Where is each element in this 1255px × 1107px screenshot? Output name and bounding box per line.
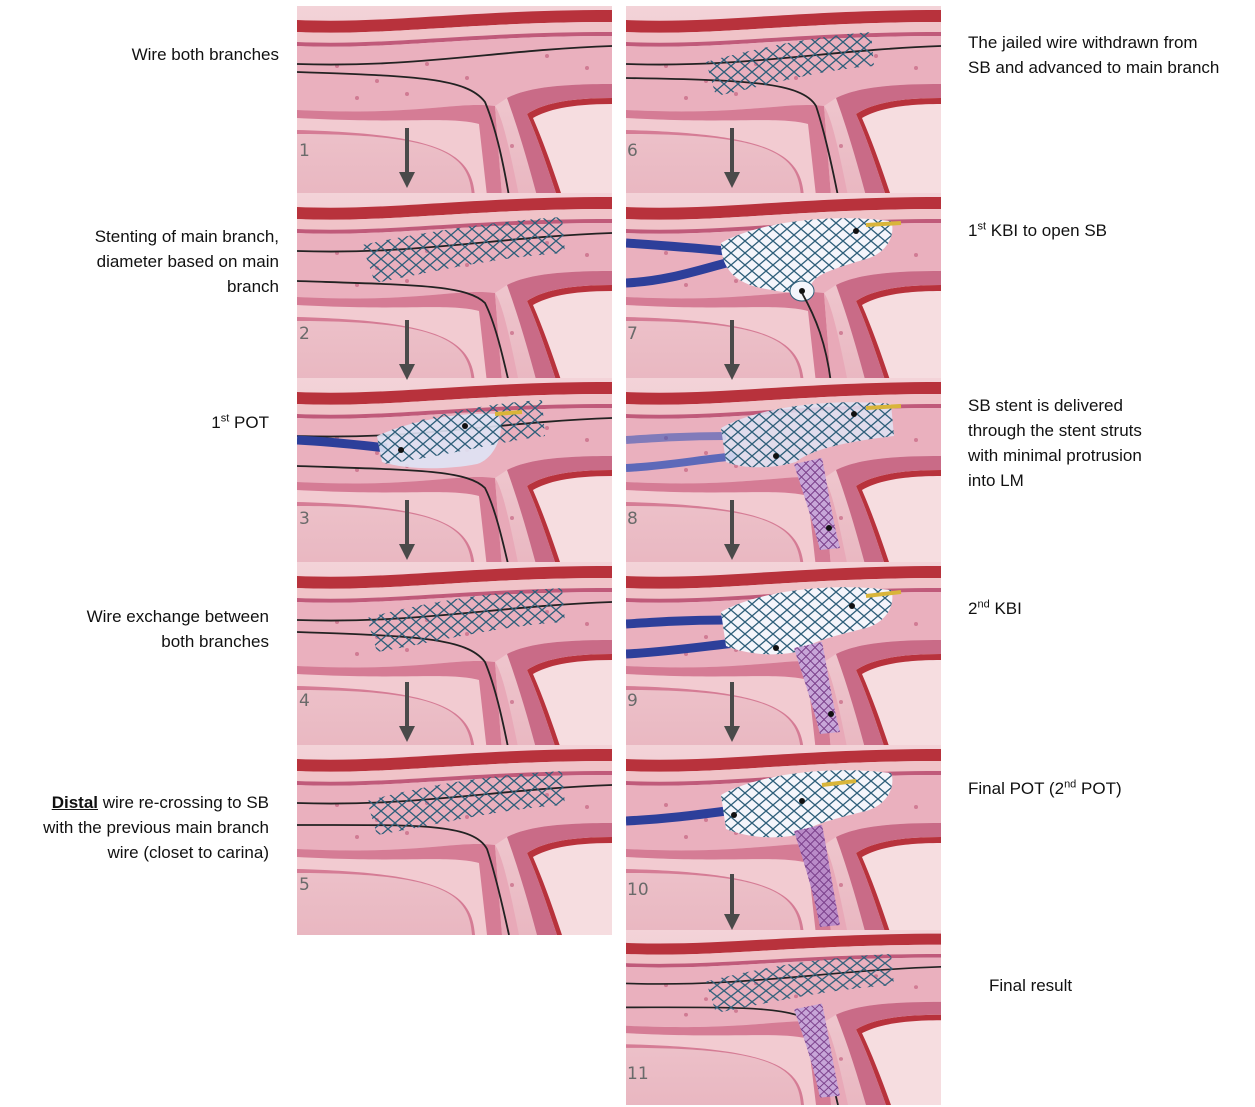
vessel-illustration (626, 193, 941, 383)
panel-8 (626, 378, 941, 568)
step-caption: Stenting of main branch, diameter based … (19, 224, 279, 299)
down-arrow-icon (722, 500, 742, 562)
step-caption: 1st KBI to open SB (968, 218, 1238, 243)
step-number: 7 (627, 324, 638, 344)
step-number: 4 (299, 691, 310, 711)
step-caption: The jailed wire withdrawn from SB and ad… (968, 30, 1253, 80)
down-arrow-icon (397, 320, 417, 382)
step-caption: 2nd KBI (968, 596, 1168, 621)
panel-9 (626, 562, 941, 752)
step-caption: SB stent is delivered through the stent … (968, 393, 1238, 493)
step-number: 2 (299, 324, 310, 344)
down-arrow-icon (397, 128, 417, 190)
panel-11 (626, 930, 941, 1105)
down-arrow-icon (722, 320, 742, 382)
panel-3 (297, 378, 612, 568)
vessel-illustration (297, 6, 612, 196)
step-caption: Final result (989, 973, 1189, 998)
step-number: 5 (299, 875, 310, 895)
down-arrow-icon (722, 682, 742, 744)
vessel-illustration (297, 562, 612, 752)
down-arrow-icon (722, 128, 742, 190)
step-caption: Wire both branches (19, 42, 279, 67)
vessel-illustration (626, 745, 941, 935)
step-number: 9 (627, 691, 638, 711)
emphasis-distal: Distal (52, 793, 98, 812)
vessel-illustration (626, 378, 941, 568)
step-number: 6 (627, 141, 638, 161)
down-arrow-icon (722, 874, 742, 932)
step-caption: Final POT (2nd POT) (968, 776, 1228, 801)
vessel-illustration (297, 193, 612, 383)
vessel-illustration (297, 378, 612, 568)
vessel-illustration (626, 562, 941, 752)
vessel-illustration (297, 745, 612, 935)
panel-7 (626, 193, 941, 383)
step-number: 10 (627, 880, 649, 900)
panel-10 (626, 745, 941, 935)
step-caption: 1st POT (69, 410, 269, 435)
panel-4 (297, 562, 612, 752)
panel-2 (297, 193, 612, 383)
step-number: 11 (627, 1064, 649, 1084)
panel-6 (626, 6, 941, 196)
down-arrow-icon (397, 682, 417, 744)
vessel-illustration (626, 930, 941, 1105)
step-number: 3 (299, 509, 310, 529)
step-number: 1 (299, 141, 310, 161)
panel-5 (297, 745, 612, 935)
down-arrow-icon (397, 500, 417, 562)
panel-1 (297, 6, 612, 196)
step-caption: Wire exchange between both branches (9, 604, 269, 654)
vessel-illustration (626, 6, 941, 196)
step-number: 8 (627, 509, 638, 529)
step-caption: Distal wire re-crossing to SB with the p… (0, 790, 269, 865)
